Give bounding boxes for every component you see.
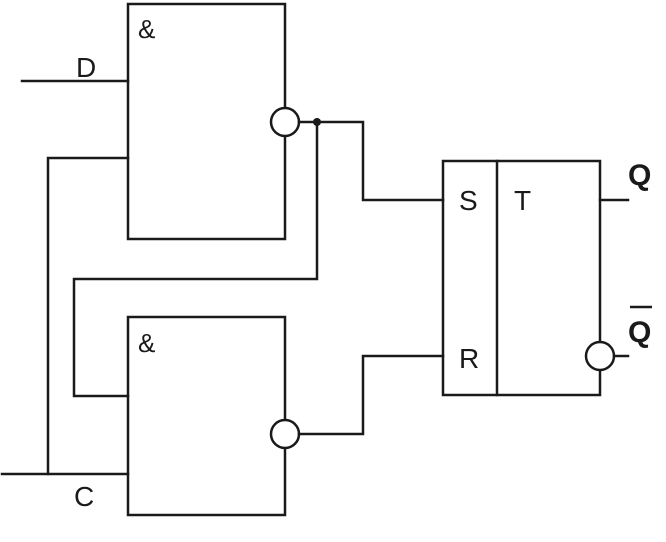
top-nand-body [126, 2, 287, 241]
bottom-out-to-r-wire [297, 354, 445, 436]
bottom-nand-inversion-bubble [269, 418, 301, 450]
bottom-nand-body [126, 315, 287, 517]
flipflop-qbar-inversion-bubble [584, 340, 616, 372]
top-nand-gate: & [126, 2, 301, 241]
bottom-nand-gate: & [126, 315, 301, 517]
top-out-to-s-wire [297, 120, 445, 202]
q-output-label: Q [628, 159, 651, 192]
junction-dot [313, 118, 321, 126]
top-nand-inversion-bubble [269, 106, 301, 138]
c-to-top-gate-wire [46, 156, 130, 476]
bottom-nand-symbol: & [138, 328, 155, 358]
top-nand-symbol: & [138, 14, 155, 44]
rs-flipflop: S R T [441, 159, 616, 397]
flipflop-body [441, 159, 602, 397]
flipflop-type-label: T [514, 185, 531, 216]
flipflop-set-label: S [459, 185, 478, 216]
flipflop-reset-label: R [459, 343, 479, 374]
feedback-to-bottom-gate-wire [72, 120, 319, 398]
q-bar-output-label: Q [628, 316, 651, 349]
c-input-label: C [74, 481, 94, 512]
d-input-label: D [76, 52, 96, 83]
wires [0, 79, 630, 476]
